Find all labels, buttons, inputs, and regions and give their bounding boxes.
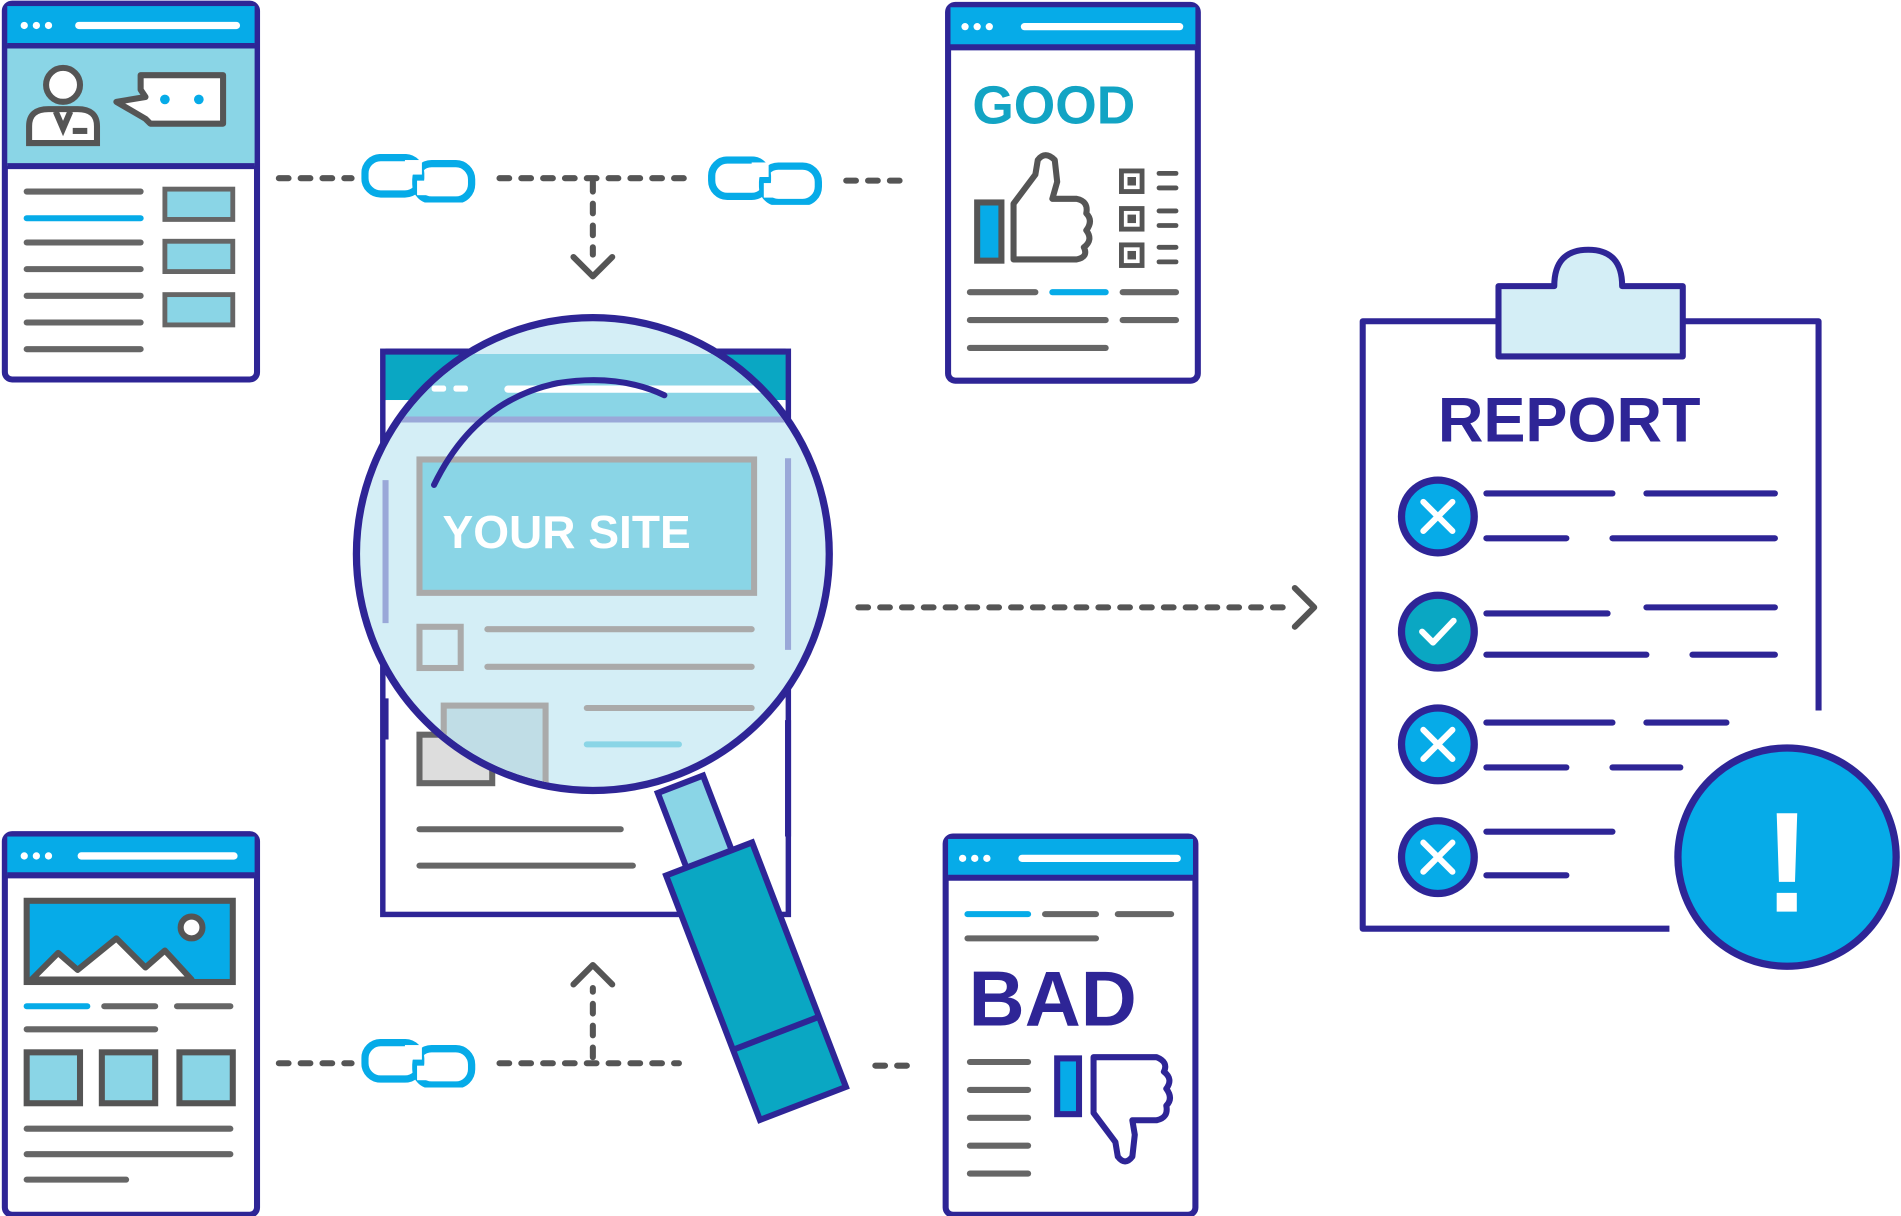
- x-icon: [1420, 498, 1456, 535]
- user-icon: [26, 64, 101, 147]
- report-clipboard: REPORT: [1359, 246, 1900, 970]
- report-item: [1397, 704, 1730, 785]
- arrow-right-icon: [1291, 584, 1318, 630]
- page-good: GOOD: [945, 1, 1201, 384]
- chat-bubble-icon: [113, 72, 227, 127]
- magnifier-icon: YOUR SITE: [352, 314, 850, 1124]
- arrow-up-icon: [570, 962, 616, 988]
- bad-label: BAD: [969, 957, 1137, 1043]
- check-icon: [1419, 617, 1457, 646]
- x-icon: [1420, 726, 1456, 762]
- page-top-left: [1, 0, 261, 383]
- x-icon: [1420, 839, 1456, 875]
- good-label: GOOD: [972, 77, 1135, 136]
- connectors: [275, 175, 1289, 1069]
- clipboard-icon: [1495, 246, 1686, 360]
- arrowheads: [570, 253, 1318, 988]
- checklist-icon: [1119, 168, 1179, 268]
- page-bottom-left: [1, 831, 261, 1216]
- arrow-down-icon: [570, 253, 616, 280]
- link-icon: [712, 160, 819, 202]
- alert-badge: !: [1674, 744, 1900, 970]
- your-site-label: YOUR SITE: [443, 506, 691, 558]
- report-item: [1397, 476, 1778, 557]
- report-item: [1397, 591, 1778, 672]
- thumbs-up-icon: [974, 152, 1093, 264]
- report-title: REPORT: [1438, 385, 1701, 455]
- link-icon: [365, 158, 472, 200]
- image-icon: [23, 897, 236, 986]
- report-item: [1397, 817, 1616, 898]
- link-icon: [365, 1043, 472, 1085]
- exclamation-icon: !: [1763, 784, 1811, 943]
- page-bad: BAD: [942, 833, 1199, 1216]
- thumbs-down-icon: [1054, 1054, 1173, 1165]
